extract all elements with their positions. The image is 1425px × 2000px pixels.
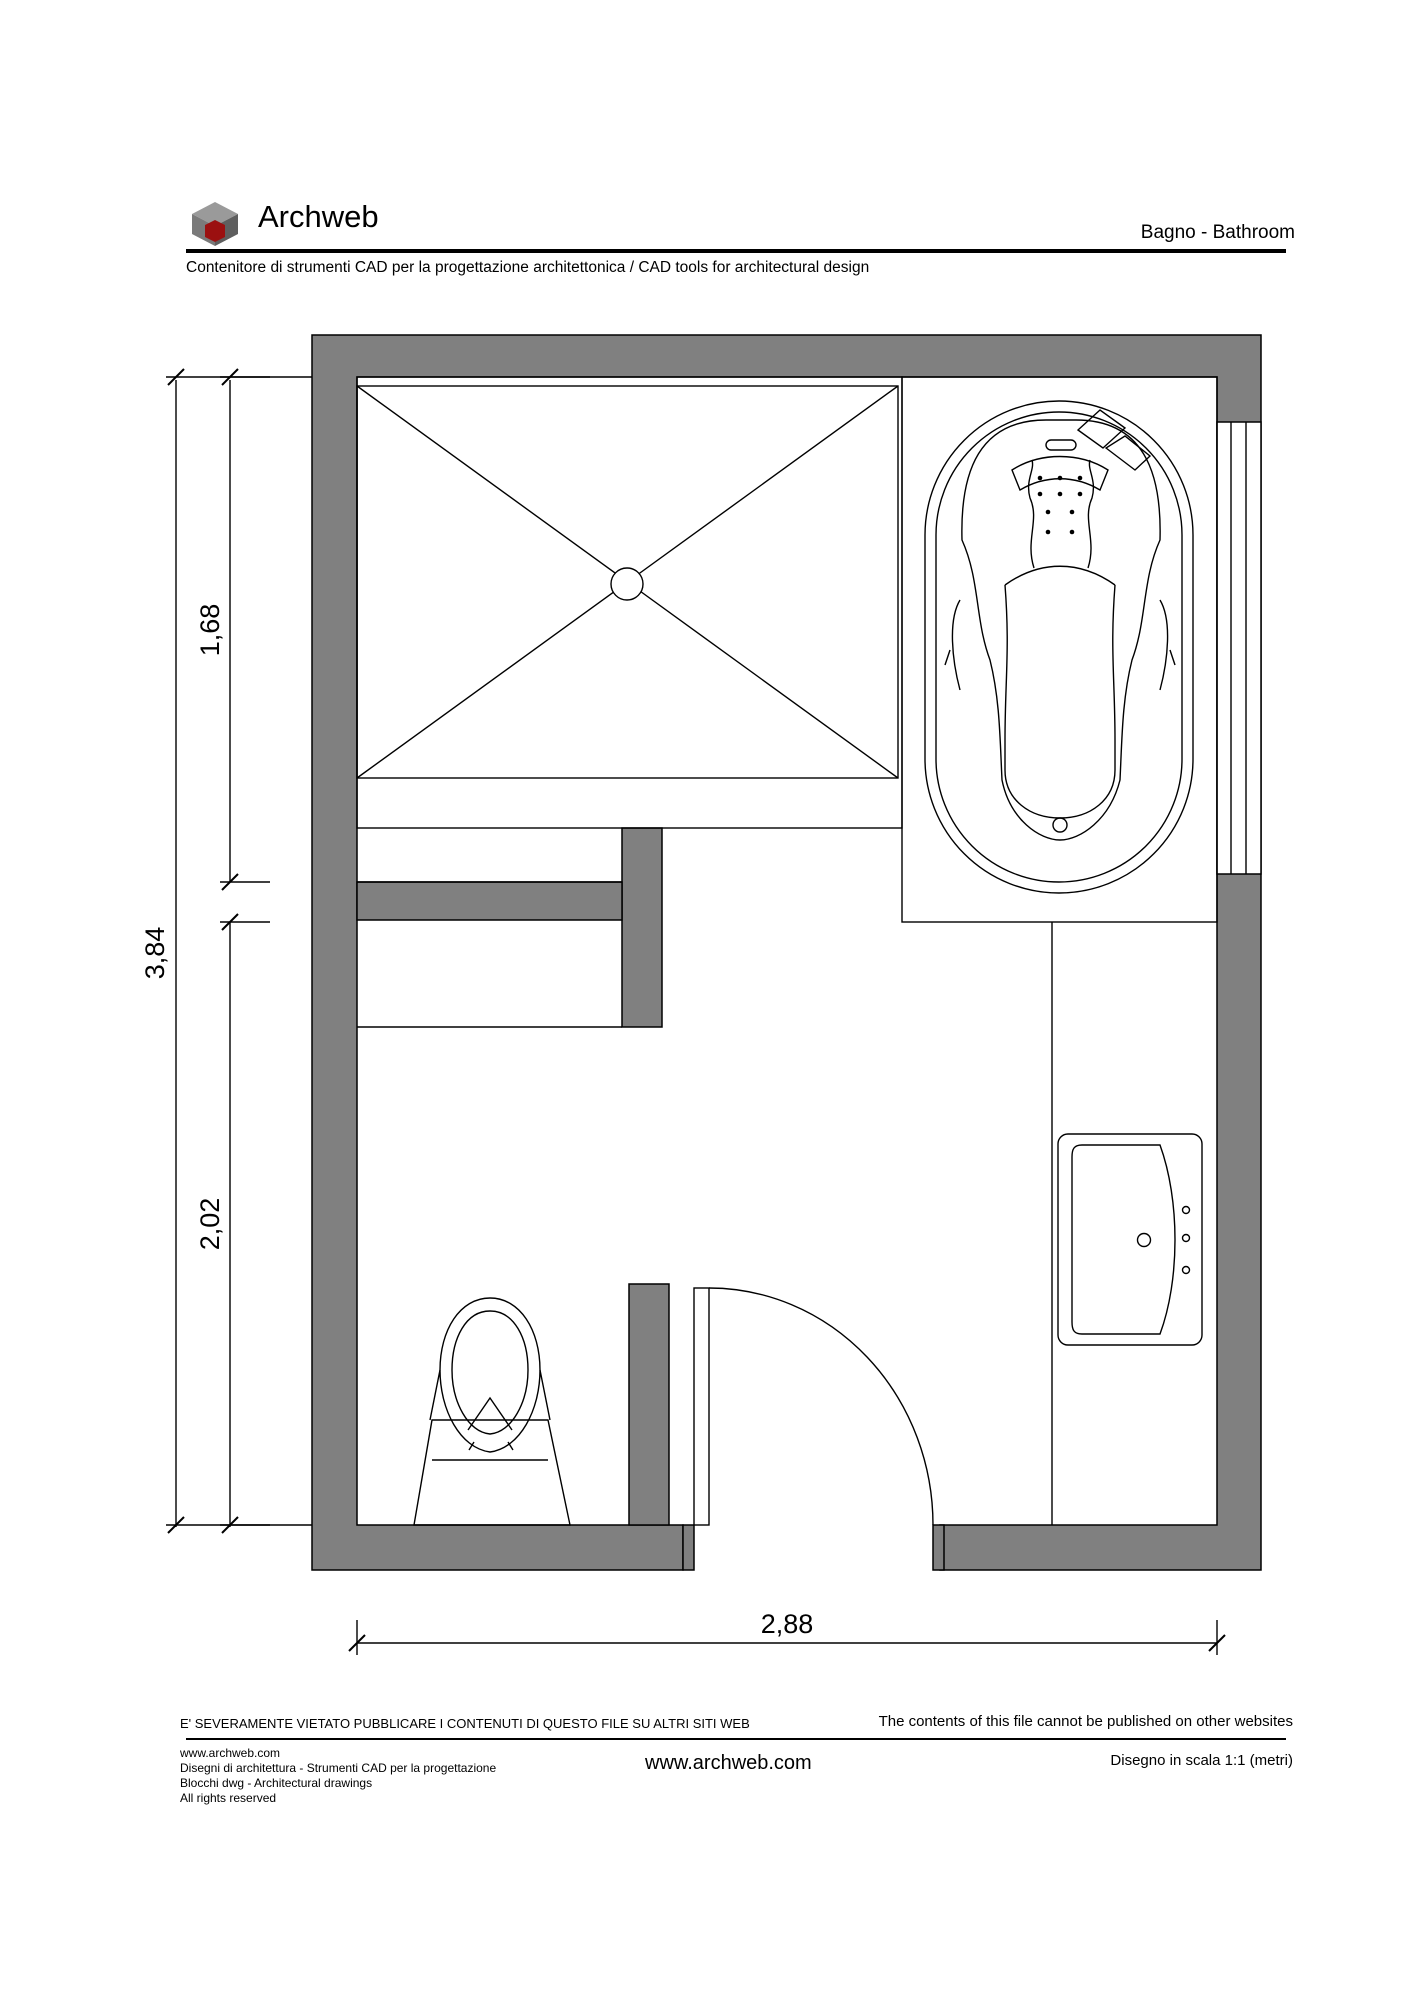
- dimension-labels: 3,84 1,68 2,02 2,88: [140, 604, 813, 1639]
- bathtub-jets: [1037, 475, 1083, 535]
- partition-shelf-wall: [356, 881, 623, 921]
- footer-warning-en: The contents of this file cannot be publ…: [878, 1713, 1293, 1730]
- partition-wall-upper: [621, 827, 663, 1028]
- outer-wall: [311, 334, 1262, 1571]
- footer-line: www.archweb.com: [180, 1746, 281, 1760]
- shower-drain-icon: [610, 567, 644, 601]
- dim-width: 2,88: [761, 1609, 814, 1639]
- footer-line: All rights reserved: [180, 1791, 277, 1805]
- bathtub: [901, 376, 1218, 923]
- subtitle: Contenitore di strumenti CAD per la prog…: [186, 259, 870, 276]
- window-opening: [1216, 421, 1262, 875]
- door-jamb-right: [932, 1524, 945, 1571]
- header-rule: [186, 249, 1286, 253]
- walls: [311, 334, 1262, 1571]
- footer-warning-it: E' SEVERAMENTE VIETATO PUBBLICARE I CONT…: [180, 1716, 750, 1731]
- door-leaf: [693, 1287, 710, 1526]
- footer-line: Disegni di architettura - Strumenti CAD …: [180, 1761, 497, 1775]
- footer-rule: [186, 1738, 1286, 1740]
- scale-note: Disegno in scala 1:1 (metri): [1110, 1752, 1293, 1769]
- partition-wall-lower: [628, 1283, 670, 1526]
- basin-drain-icon: [1136, 1232, 1152, 1248]
- door-swing-arc: [708, 1287, 934, 1526]
- sheet-title: Bagno - Bathroom: [1140, 222, 1295, 243]
- dimension-lines: [166, 368, 1226, 1655]
- toilet: [413, 1297, 571, 1526]
- brand-name: Archweb: [258, 199, 379, 234]
- dim-total-height: 3,84: [140, 927, 170, 980]
- door-jamb-left: [682, 1524, 695, 1571]
- washbasin: [1057, 1133, 1203, 1346]
- shower-tray: [356, 376, 903, 829]
- dim-lower-height: 2,02: [195, 1198, 225, 1251]
- footer-line: Blocchi dwg - Architectural drawings: [180, 1776, 373, 1790]
- footer-site-url: www.archweb.com: [645, 1752, 812, 1774]
- dim-upper-height: 1,68: [195, 604, 225, 657]
- archweb-logo-icon: [192, 202, 238, 246]
